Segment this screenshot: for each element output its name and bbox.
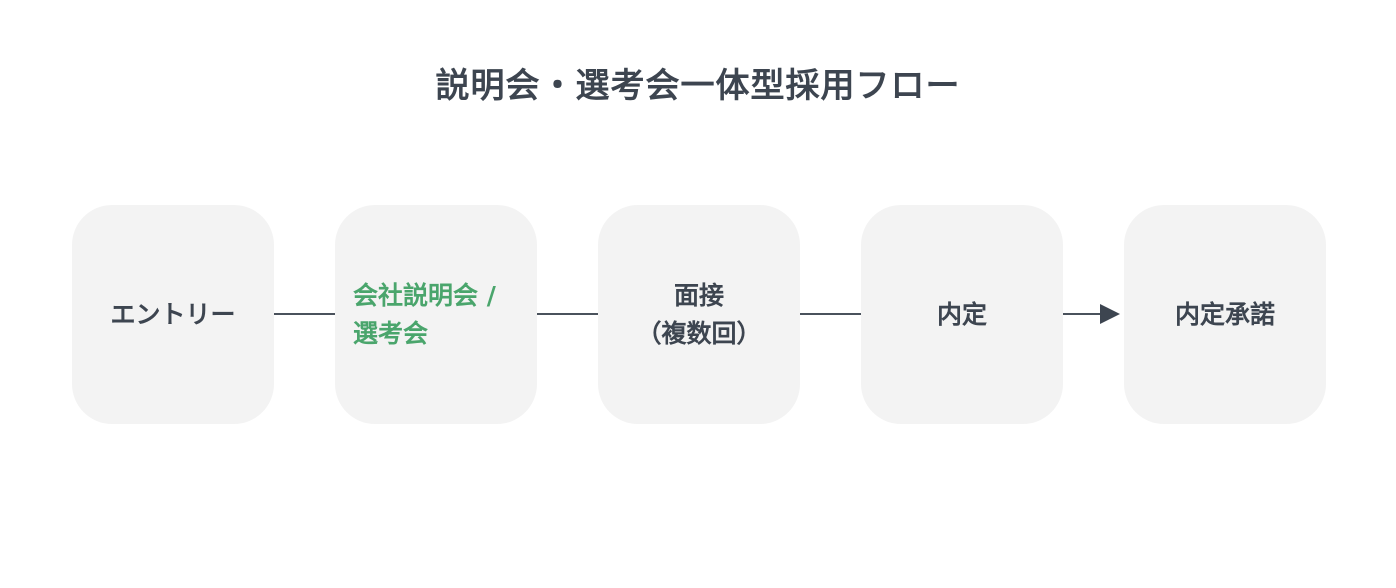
step-offer-acceptance: 内定承諾 bbox=[1124, 205, 1326, 424]
step-entry: エントリー bbox=[72, 205, 274, 424]
connector-line bbox=[537, 313, 598, 315]
step-info-session-selection: 会社説明会 / 選考会 bbox=[335, 205, 537, 424]
step-interview: 面接 （複数回） bbox=[598, 205, 800, 424]
connector-arrow-line bbox=[1063, 313, 1103, 315]
diagram-title: 説明会・選考会一体型採用フロー bbox=[435, 66, 961, 106]
step-label: 会社説明会 / 選考会 bbox=[353, 280, 496, 348]
connector-line bbox=[274, 313, 335, 315]
step-offer: 内定 bbox=[861, 205, 1063, 424]
step-label: 面接 （複数回） bbox=[636, 280, 762, 348]
arrowhead-icon bbox=[1100, 304, 1120, 324]
connector-line bbox=[800, 313, 861, 315]
step-label: 内定 bbox=[936, 299, 987, 329]
step-label: 内定承諾 bbox=[1174, 299, 1275, 329]
step-label: エントリー bbox=[110, 299, 236, 329]
